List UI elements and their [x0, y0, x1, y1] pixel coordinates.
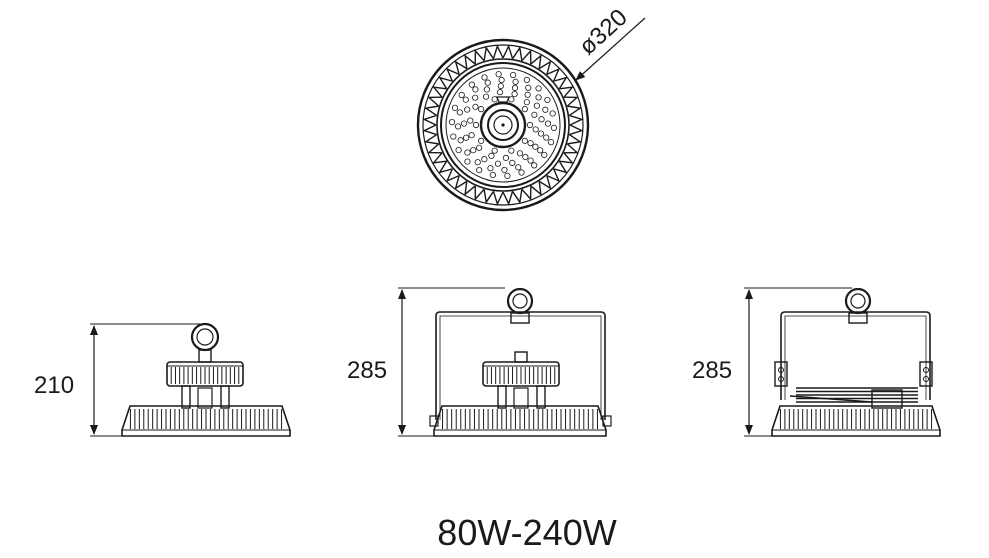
height-label-3: 285: [692, 357, 732, 384]
eye-bolt: [190, 322, 220, 352]
height-label-1: 210: [34, 372, 74, 399]
height-label-2: 285: [347, 357, 387, 384]
led-array: [448, 71, 558, 179]
side-view-2: 285: [347, 287, 612, 437]
fin-ring: [422, 44, 584, 206]
u-bracket: [435, 311, 606, 420]
side-view-3: 285: [692, 287, 941, 437]
side-view-1: 210: [34, 322, 291, 437]
diameter-leader: [575, 17, 646, 81]
driver-plates: [796, 387, 918, 403]
power-range-label: 80W-240W: [437, 512, 616, 553]
outer-ring: [416, 38, 590, 212]
top-view: ø320: [416, 4, 646, 212]
diameter-label: ø320: [574, 4, 633, 61]
center-lens: [479, 101, 527, 149]
